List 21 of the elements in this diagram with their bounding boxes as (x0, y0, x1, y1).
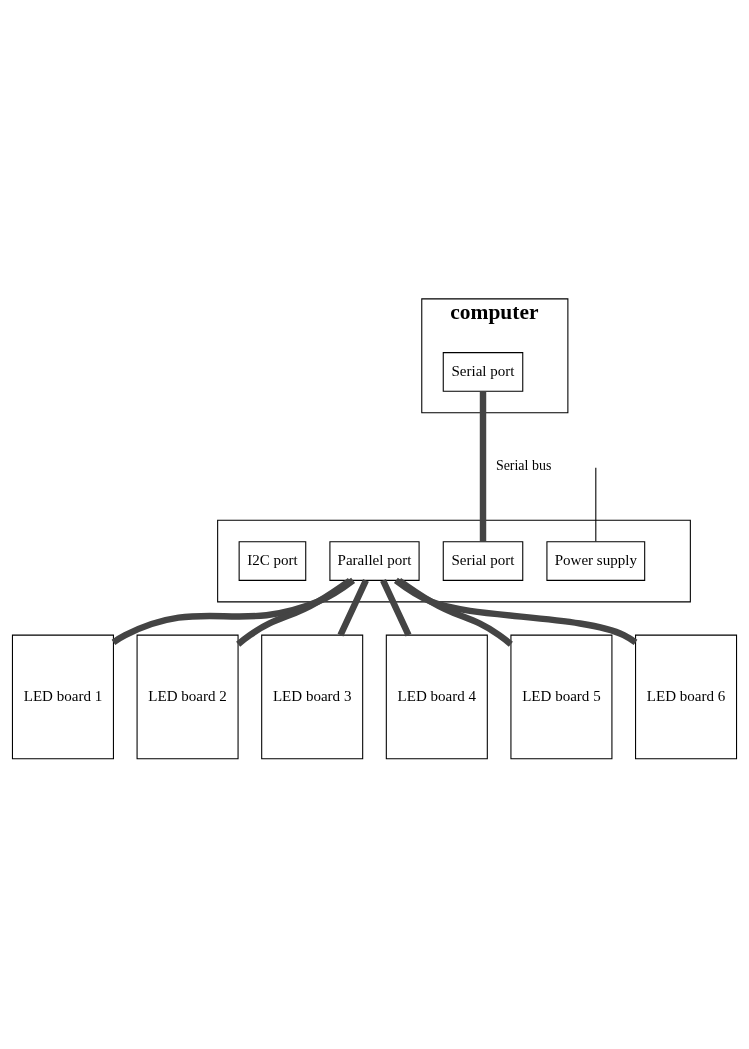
node-box: Parallel port (329, 541, 420, 581)
node-box: LED board 6 (635, 634, 738, 760)
connector (111, 577, 356, 645)
node-box: Serial port (442, 541, 524, 581)
node-box: I2C port (238, 541, 307, 581)
connector (595, 467, 597, 542)
node-box: Serial port (442, 352, 524, 392)
node-box: LED board 2 (136, 634, 239, 760)
cluster (217, 519, 691, 603)
edge-label: Serial bus (495, 458, 552, 474)
node-box: Power supply (546, 541, 646, 581)
node-box: LED board 3 (261, 634, 364, 760)
node-box: LED board 4 (385, 634, 488, 760)
connector (479, 391, 487, 542)
connector (236, 577, 352, 647)
connector (337, 579, 369, 637)
node-box: LED board 1 (11, 634, 114, 760)
connector (397, 577, 513, 647)
connector (380, 579, 412, 637)
connector (393, 577, 638, 645)
node-box: LED board 5 (510, 634, 613, 760)
